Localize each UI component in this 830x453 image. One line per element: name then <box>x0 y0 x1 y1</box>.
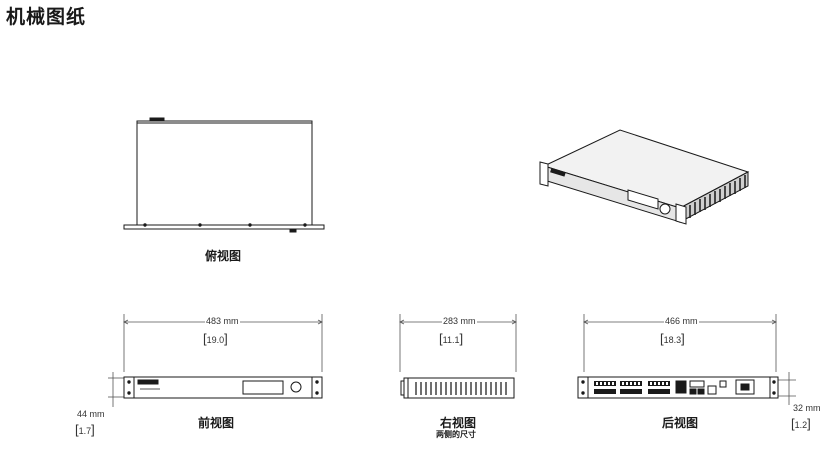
right-depth-mm: 283 mm <box>442 316 477 326</box>
rear-width-in: [18.3] <box>660 331 685 346</box>
front-width-mm: 483 mm <box>205 316 240 326</box>
right-view-drawing <box>399 314 517 399</box>
page-title: 机械图纸 <box>6 6 87 28</box>
front-width-in-value: 19.0 <box>206 335 225 345</box>
front-height-mm: 44 mm <box>77 409 105 419</box>
front-view-label: 前视图 <box>198 416 235 430</box>
rear-height-in-value: 1.2 <box>794 420 808 430</box>
rear-width-mm: 466 mm <box>664 316 699 326</box>
rear-view-label: 后视图 <box>662 416 699 430</box>
right-view-sublabel: 两侧的尺寸 <box>436 430 476 439</box>
isometric-view-drawing <box>539 129 750 225</box>
right-view-vents <box>415 382 507 395</box>
rear-height-mm: 32 mm <box>793 403 821 413</box>
right-depth-in: [11.1] <box>439 331 464 346</box>
top-view-drawing <box>123 117 325 233</box>
right-view-label: 右视图 <box>440 416 477 430</box>
front-logo-mark <box>137 379 159 385</box>
rear-height-in: [1.2] <box>791 416 811 431</box>
front-view-drawing <box>108 314 323 407</box>
top-view-label: 俯视图 <box>205 249 242 263</box>
front-height-in-value: 1.7 <box>78 426 92 436</box>
rear-width-in-value: 18.3 <box>663 335 682 345</box>
rear-view-drawing <box>577 314 796 405</box>
front-width-in: [19.0] <box>203 331 228 346</box>
right-depth-in-value: 11.1 <box>442 335 460 345</box>
front-height-in: [1.7] <box>75 422 95 437</box>
